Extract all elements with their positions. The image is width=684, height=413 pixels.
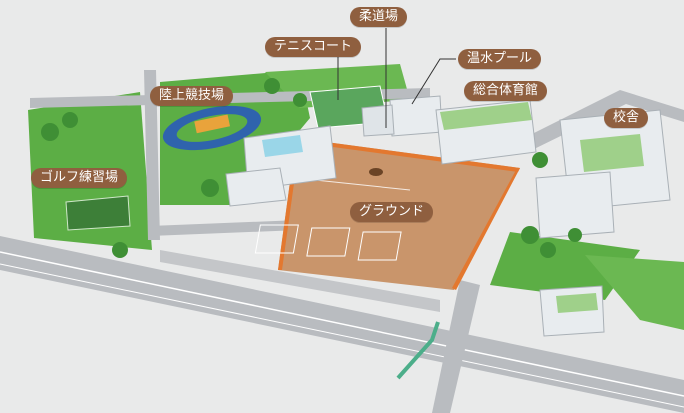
south-road: [432, 280, 480, 413]
tree: [540, 242, 556, 258]
ground-court-3: [357, 231, 402, 261]
athletic-track-field-text: [194, 114, 231, 134]
tree: [521, 226, 539, 244]
tree: [532, 152, 548, 168]
tree: [293, 93, 307, 107]
gymnasium-roof: [440, 102, 532, 130]
west-hall-roof: [262, 135, 303, 157]
tree: [568, 228, 582, 242]
ground-court-2: [306, 227, 351, 257]
label-school-building: 校舎: [604, 108, 649, 128]
judo-hall-building: [361, 104, 395, 137]
east-grass-corner: [585, 255, 684, 330]
tree: [264, 78, 280, 94]
school-building-south: [535, 171, 615, 239]
label-gymnasium: 総合体育館: [464, 81, 548, 101]
ground-court-1: [254, 224, 299, 254]
ground-line-a: [314, 179, 411, 191]
tree: [41, 123, 59, 141]
label-heated-pool: 温水プール: [458, 49, 542, 69]
connector-road: [160, 250, 440, 312]
middle-road: [150, 220, 300, 236]
tree: [201, 179, 219, 197]
highway-edge-line: [0, 263, 684, 408]
club-house-building: [225, 167, 287, 207]
ground-fence-east: [452, 168, 520, 290]
highway-center-line: [0, 251, 684, 397]
label-athletic-field: 陸上競技場: [150, 86, 234, 106]
west-road: [144, 70, 160, 240]
label-golf-range: ゴルフ練習場: [31, 168, 128, 188]
footbridge: [396, 321, 440, 380]
tree: [62, 112, 78, 128]
annex-roof: [556, 293, 598, 313]
golf-net: [65, 195, 131, 231]
label-judo-hall: 柔道場: [350, 7, 408, 27]
east-grass-lower: [490, 232, 640, 300]
heated-pool-building: [389, 95, 443, 137]
tree: [112, 242, 128, 258]
label-tennis-court: テニスコート: [265, 37, 362, 57]
school-roof-green: [580, 134, 644, 172]
ground-mound: [369, 168, 383, 176]
ground-fence-north: [296, 138, 520, 172]
leader-heated-pool: [411, 58, 456, 105]
east-road: [520, 90, 684, 152]
label-ground: グラウンド: [350, 202, 434, 222]
